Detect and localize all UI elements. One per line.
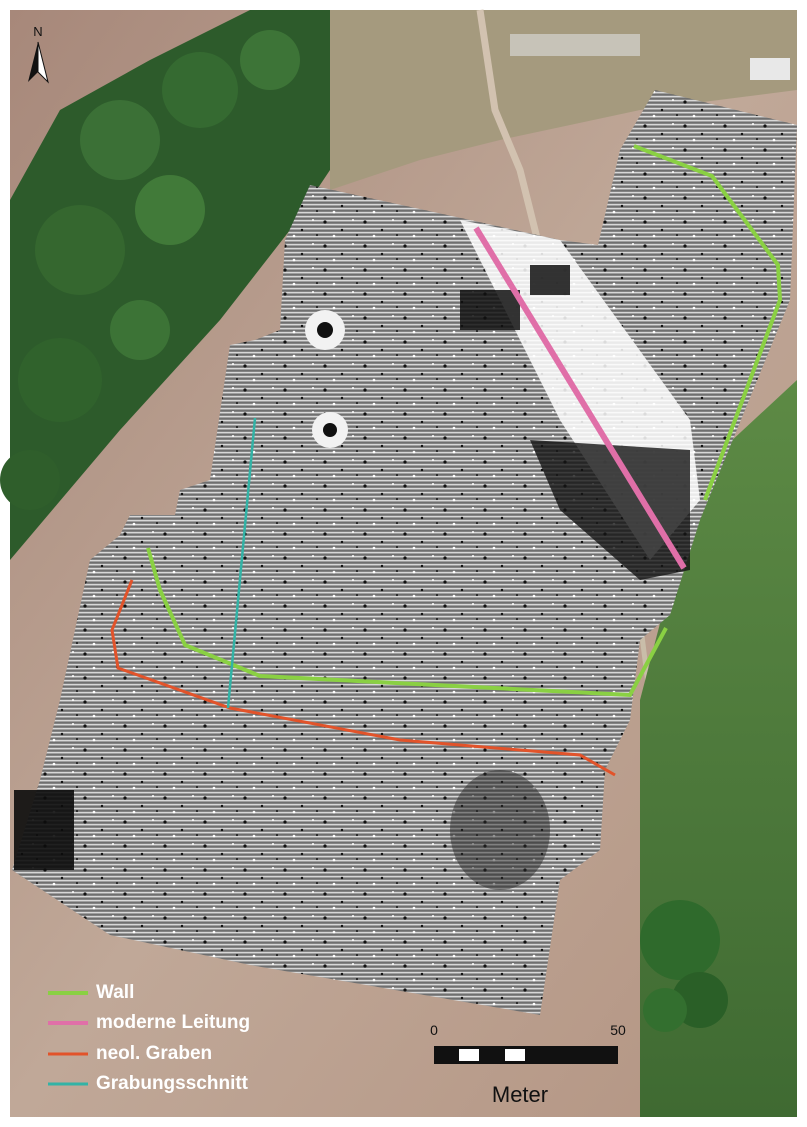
scale-unit-label: Meter: [492, 1082, 548, 1107]
scale-bar-segment: [505, 1049, 525, 1061]
ring-anomaly-core: [323, 423, 337, 437]
farm-yard: [330, 10, 797, 190]
pit-cluster: [450, 770, 550, 890]
neol-graben-line: [110, 579, 616, 777]
bale-stack: [750, 58, 790, 80]
legend: Wall moderne Leitung neol. Graben Grabun…: [48, 982, 250, 1094]
scale-bar: 0 50 Meter: [430, 1022, 626, 1107]
tree-canopy: [0, 30, 300, 510]
scale-bar-segment: [459, 1049, 479, 1061]
north-label: N: [33, 24, 42, 39]
wall-line-north: [633, 144, 783, 501]
scale-bar-frame: [434, 1046, 618, 1064]
scale-start-label: 0: [430, 1022, 438, 1038]
scale-end-label: 50: [610, 1022, 626, 1038]
tree-cluster: [640, 900, 728, 1032]
north-arrow-icon: [28, 42, 38, 82]
legend-label-schnitt: Grabungsschnitt: [96, 1073, 249, 1094]
moderne-leitung-line: [473, 226, 687, 570]
legend-label-wall: Wall: [96, 982, 134, 1003]
ring-anomaly-core: [317, 322, 333, 338]
legend-label-leitung: moderne Leitung: [96, 1012, 250, 1033]
north-arrow: N: [28, 24, 49, 84]
farm-building: [510, 34, 640, 56]
dark-anomaly-spot: [460, 290, 520, 330]
legend-label-graben: neol. Graben: [96, 1043, 212, 1064]
dark-anomaly-spot: [530, 265, 570, 295]
grabungsschnitt-line: [226, 417, 257, 709]
dark-corner-anomaly: [14, 790, 74, 870]
dark-anomaly-zone: [530, 440, 690, 580]
wall-line-south: [146, 547, 668, 698]
